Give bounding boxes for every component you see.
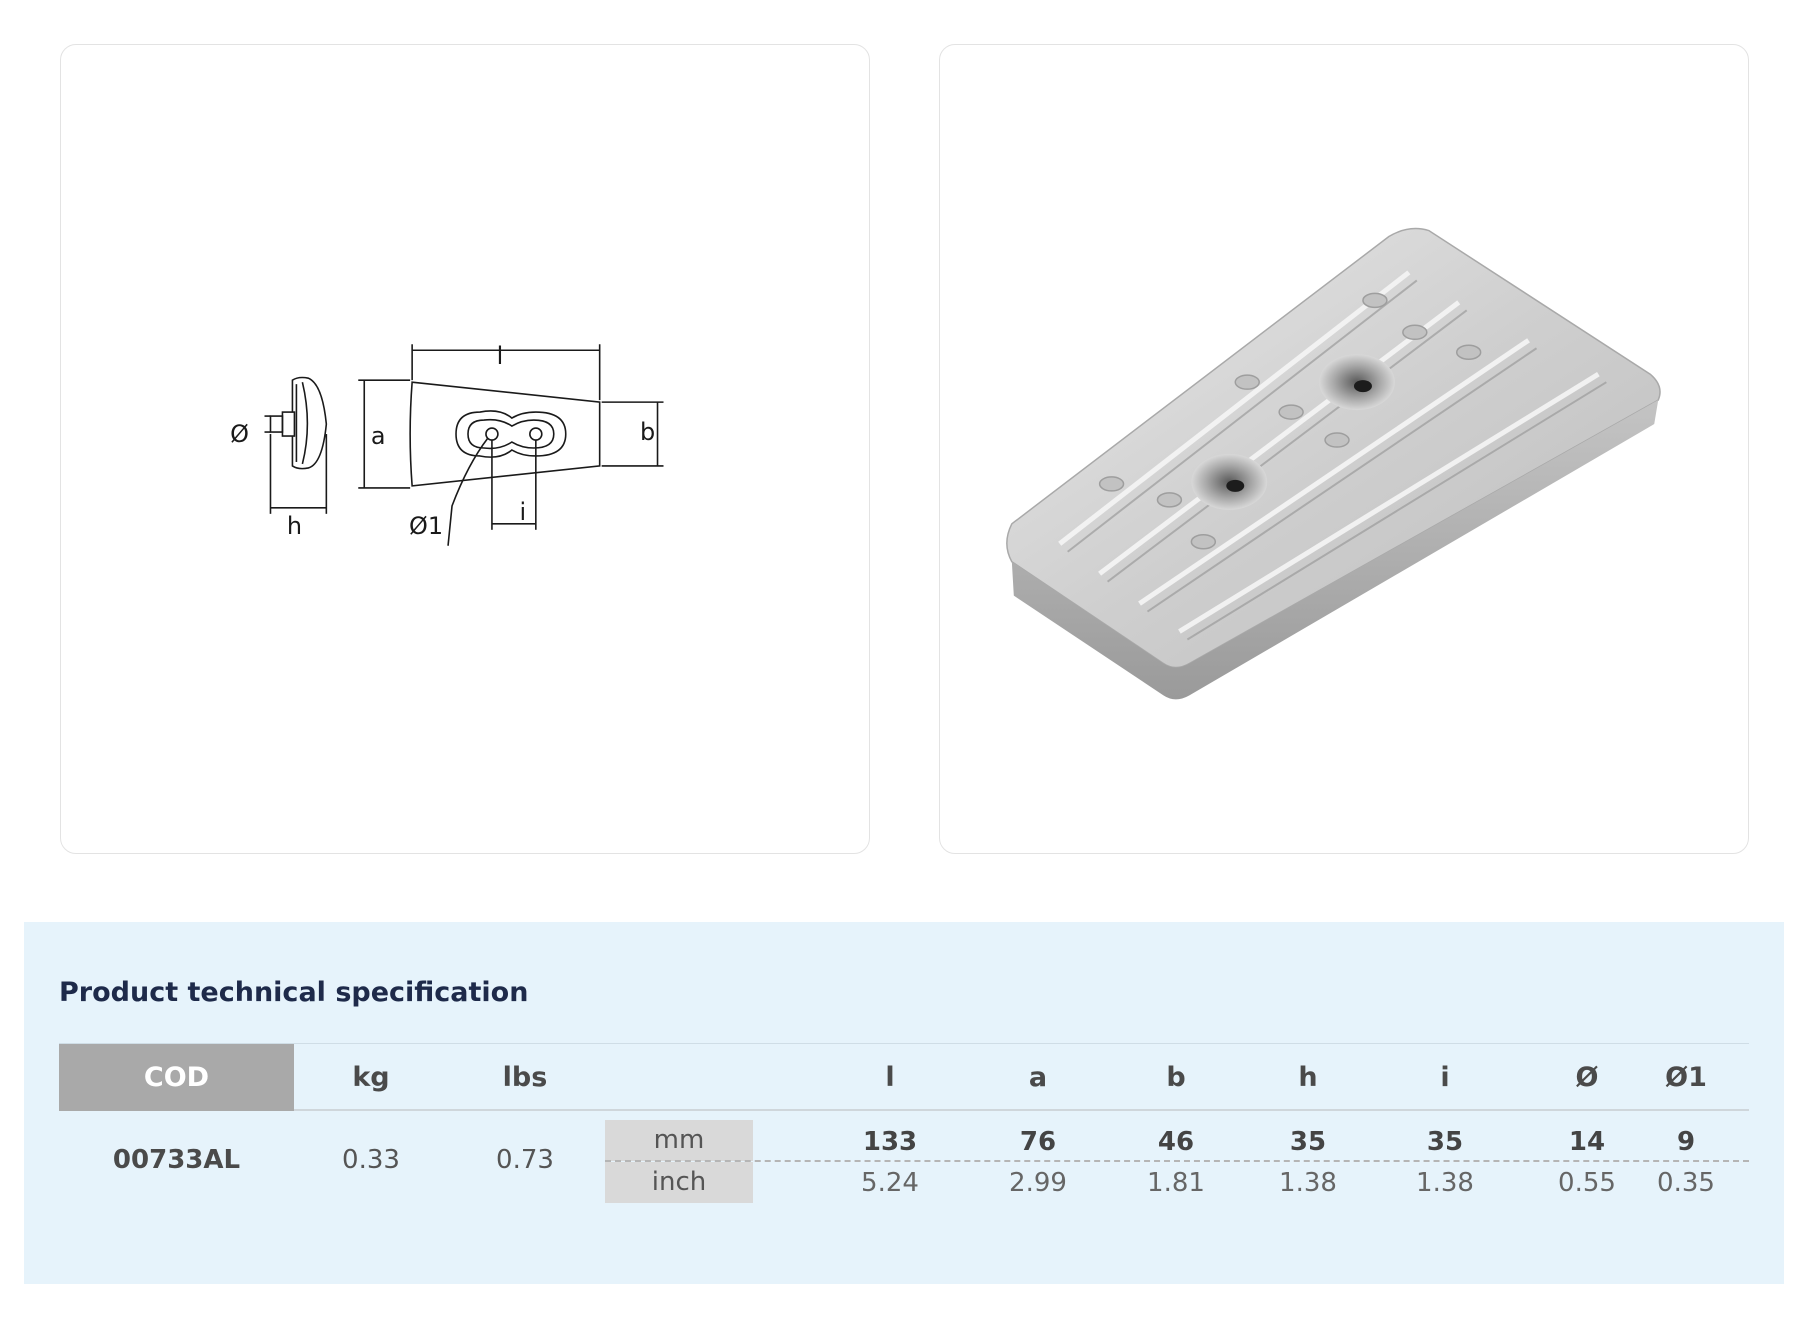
- label-a: a: [371, 422, 386, 450]
- row-divider: [605, 1160, 1749, 1162]
- label-h: h: [287, 512, 302, 540]
- mm-l: 133: [862, 1127, 918, 1157]
- technical-specification-section: Product technical specification COD kg l…: [24, 922, 1784, 1284]
- weight-lbs: 0.73: [496, 1145, 554, 1175]
- spec-header-row: COD kg lbs l a b h i Ø Ø1: [59, 1044, 1749, 1111]
- label-l: l: [497, 342, 504, 370]
- anode-block-icon: [1006, 227, 1661, 700]
- label-i: i: [520, 498, 527, 526]
- mm-phi1: 9: [1676, 1127, 1696, 1157]
- product-photo-card: [939, 44, 1749, 854]
- inch-a: 2.99: [1009, 1168, 1067, 1198]
- inch-l: 5.24: [861, 1168, 919, 1198]
- header-phi1: Ø1: [1665, 1062, 1707, 1093]
- header-lbs: lbs: [502, 1062, 548, 1093]
- header-b: b: [1166, 1062, 1186, 1093]
- unit-mm-label: mm: [605, 1120, 753, 1161]
- header-cod: COD: [59, 1044, 294, 1111]
- inch-h: 1.38: [1279, 1168, 1337, 1198]
- mm-phi: 14: [1568, 1127, 1606, 1157]
- label-phi: Ø: [230, 420, 249, 448]
- mm-b: 46: [1157, 1127, 1195, 1157]
- header-h: h: [1298, 1062, 1318, 1093]
- technical-drawing: l a b h i Ø Ø1: [230, 342, 664, 546]
- technical-drawing-card: l a b h i Ø Ø1: [60, 44, 870, 854]
- spec-title: Product technical specification: [59, 977, 529, 1008]
- header-phi: Ø: [1575, 1062, 1599, 1093]
- header-l: l: [885, 1062, 895, 1093]
- header-a: a: [1028, 1062, 1048, 1093]
- inch-phi1: 0.35: [1657, 1168, 1715, 1198]
- inch-phi: 0.55: [1558, 1168, 1616, 1198]
- label-b: b: [640, 418, 655, 446]
- mm-a: 76: [1019, 1127, 1057, 1157]
- weight-kg: 0.33: [342, 1145, 400, 1175]
- label-phi1: Ø1: [409, 512, 443, 540]
- inch-b: 1.81: [1147, 1168, 1205, 1198]
- mm-h: 35: [1289, 1127, 1327, 1157]
- spec-table: COD kg lbs l a b h i Ø Ø1 00733AL 0.33 0…: [59, 1043, 1749, 1223]
- product-code: 00733AL: [112, 1145, 241, 1175]
- inch-i: 1.38: [1416, 1168, 1474, 1198]
- unit-inch-label: inch: [605, 1162, 753, 1203]
- mm-i: 35: [1426, 1127, 1464, 1157]
- header-kg: kg: [352, 1062, 390, 1093]
- header-i: i: [1440, 1062, 1450, 1093]
